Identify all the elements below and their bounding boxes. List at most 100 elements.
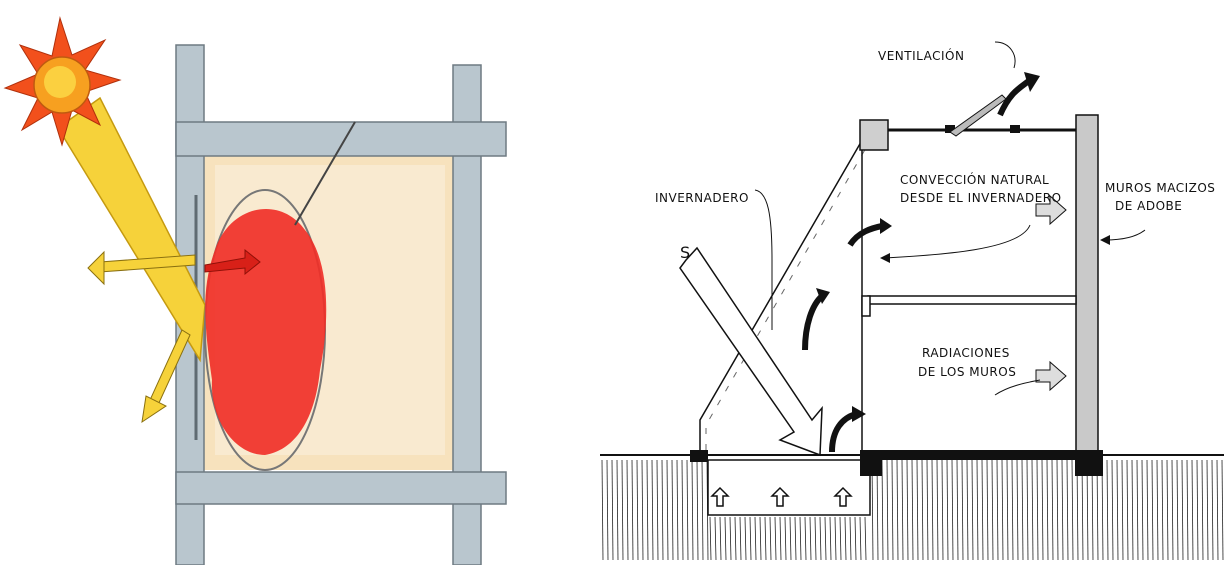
greenhouse-glazing: [699, 129, 869, 450]
hatch-line: [1016, 459, 1019, 561]
hatch-line: [1081, 459, 1084, 561]
hatch-line: [941, 459, 944, 561]
hatch-line: [976, 459, 979, 561]
hatch-line: [774, 516, 777, 561]
hatch-line: [1031, 459, 1034, 561]
hatch-line: [729, 516, 732, 561]
hatch-line: [1206, 459, 1209, 561]
hatch-line: [824, 516, 827, 561]
hatch-line: [671, 459, 674, 561]
hatch-line: [1181, 459, 1184, 561]
hatch-line: [901, 459, 904, 561]
hatch-line: [946, 459, 949, 561]
hatch-line: [1126, 459, 1129, 561]
hatch-line: [859, 516, 862, 561]
hatch-line: [1106, 459, 1109, 561]
foundation-slab: [862, 450, 1102, 460]
hatch-line: [986, 459, 989, 561]
hatch-line: [819, 516, 822, 561]
hatch-line: [1021, 459, 1024, 561]
hatch-line: [656, 459, 659, 561]
hatch-line: [714, 516, 717, 561]
hatch-line: [881, 459, 884, 561]
hatch-line: [834, 516, 837, 561]
hatch-line: [686, 459, 689, 561]
hatch-line: [921, 459, 924, 561]
hatch-line: [886, 459, 889, 561]
hatch-line: [854, 516, 857, 561]
hatch-line: [1086, 459, 1089, 561]
top-beam: [175, 121, 507, 157]
label-greenhouse: INVERNADERO: [655, 191, 749, 205]
hatch-line: [1136, 459, 1139, 561]
hatch-line: [1036, 459, 1039, 561]
label-sun-letter: S: [680, 243, 691, 262]
hatch-line: [864, 516, 867, 561]
hatch-line: [621, 459, 624, 561]
label-walls-2: DE ADOBE: [1115, 199, 1182, 213]
hatch-line: [1141, 459, 1144, 561]
hatch-line: [794, 516, 797, 561]
hatch-line: [1201, 459, 1204, 561]
sun-icon: [3, 16, 122, 147]
hatch-line: [906, 459, 909, 561]
hatch-line: [1041, 459, 1044, 561]
hatch-line: [1066, 459, 1069, 561]
hatch-line: [764, 516, 767, 561]
hatch-line: [789, 516, 792, 561]
hatch-line: [1116, 459, 1119, 561]
hatch-line: [804, 516, 807, 561]
hatch-line: [1026, 459, 1029, 561]
reflected-arrows: [87, 250, 196, 424]
roof-block: [859, 119, 889, 151]
hatch-line: [1056, 459, 1059, 561]
hatch-line: [891, 459, 894, 561]
hatch-line: [911, 459, 914, 561]
bottom-beam: [175, 471, 507, 505]
hatch-line: [666, 459, 669, 561]
hatch-line: [651, 459, 654, 561]
hatch-line: [754, 516, 757, 561]
hatch-line: [936, 459, 939, 561]
hatch-line: [829, 516, 832, 561]
adobe-wall: [1075, 114, 1099, 454]
hatch-line: [734, 516, 737, 561]
hatch-line: [606, 459, 609, 561]
hatch-line: [681, 459, 684, 561]
hatch-line: [1161, 459, 1164, 561]
pointer-line: [294, 121, 356, 226]
hatch-line: [1121, 459, 1124, 561]
hatch-line: [631, 459, 634, 561]
hatch-line: [1111, 459, 1114, 561]
hatch-line: [661, 459, 664, 561]
hatch-line: [839, 516, 842, 561]
label-convection-1: CONVECCIÓN NATURAL: [900, 172, 1049, 187]
hatch-line: [961, 459, 964, 561]
hatch-line: [991, 459, 994, 561]
hatch-line: [844, 516, 847, 561]
hatch-line: [641, 459, 644, 561]
hatch-line: [956, 459, 959, 561]
hatch-line: [676, 459, 679, 561]
hatch-line: [1051, 459, 1054, 561]
hatch-line: [779, 516, 782, 561]
hatch-line: [1101, 459, 1104, 561]
hatch-line: [1006, 459, 1009, 561]
hatch-line: [916, 459, 919, 561]
hatch-line: [1171, 459, 1174, 561]
hatch-line: [996, 459, 999, 561]
hatch-line: [1216, 459, 1219, 561]
hatch-line: [1061, 459, 1064, 561]
hatch-line: [769, 516, 772, 561]
label-ventilation: VENTILACIÓN: [878, 48, 964, 63]
solar-gain-diagram: [0, 0, 560, 565]
hatch-line: [966, 459, 969, 561]
hatch-line: [1001, 459, 1004, 561]
hatch-line: [784, 516, 787, 561]
hatch-line: [1096, 459, 1099, 561]
hatch-line: [749, 516, 752, 561]
pit-arrow-2: [770, 486, 790, 507]
convection-arrow-mid: [802, 293, 825, 351]
hatch-line: [759, 516, 762, 561]
hatch-line: [1046, 459, 1049, 561]
